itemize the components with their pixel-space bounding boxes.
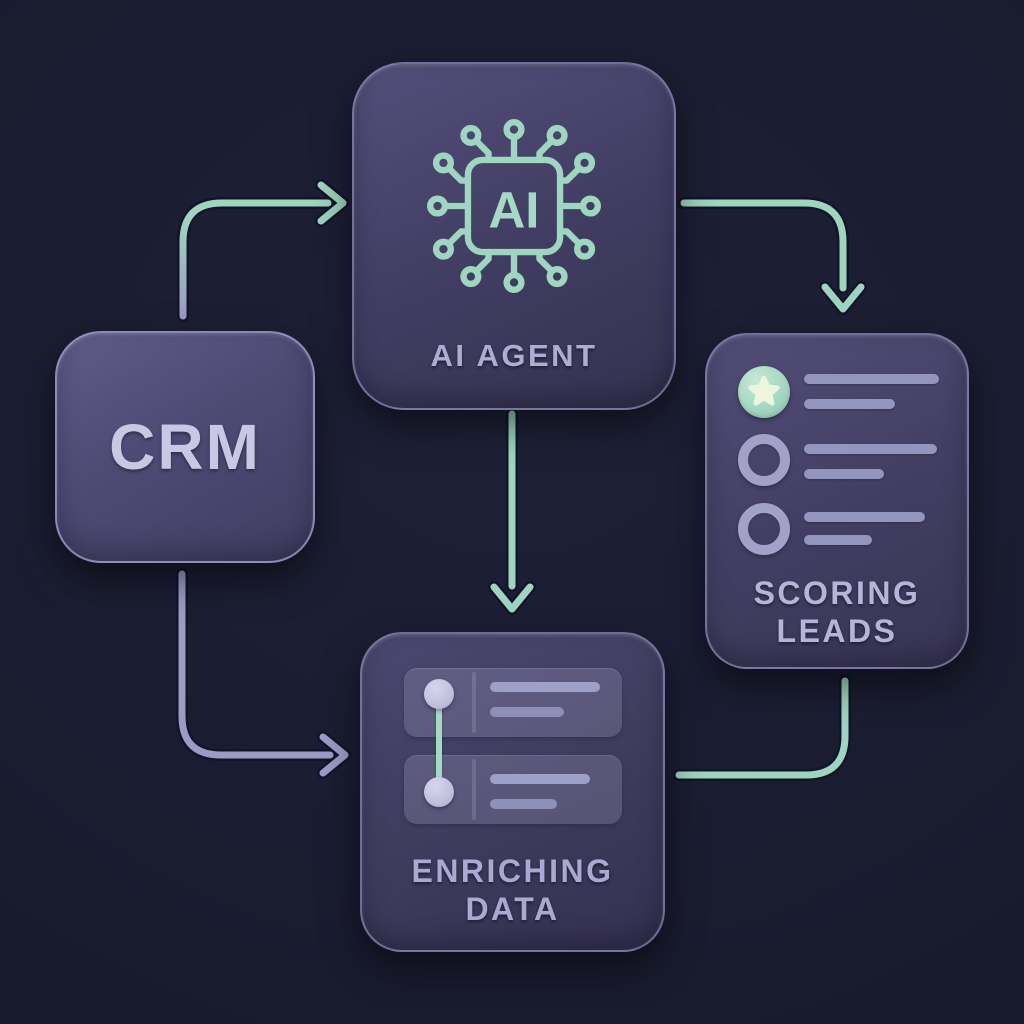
arrowhead-down-icon — [821, 283, 865, 313]
lead-text-bar — [804, 512, 925, 522]
arrowhead-down-icon — [490, 583, 534, 613]
lead-text-bar — [804, 444, 937, 454]
connector-crm-to-ai — [179, 181, 347, 320]
node-scoring-leads: SCORING LEADS — [705, 333, 969, 669]
lead-ring-icon — [738, 503, 790, 555]
connector-ai-to-enrich — [490, 410, 534, 613]
lead-text-bar — [804, 374, 939, 384]
arrowhead-right-icon — [317, 181, 347, 225]
enriching-data-label: ENRICHING DATA — [362, 852, 663, 928]
connector-ai-to-scoring — [680, 199, 865, 313]
scoring-leads-label-line2: LEADS — [776, 613, 898, 649]
node-enriching-data: ENRICHING DATA — [360, 632, 665, 952]
card-text-bar — [490, 799, 557, 809]
arrowhead-right-icon — [319, 733, 349, 777]
timeline-dot — [424, 679, 454, 709]
ai-chip-text: AI — [489, 181, 540, 238]
card-divider — [472, 759, 476, 820]
timeline-connector — [436, 694, 442, 792]
enriching-data-label-line1: ENRICHING — [411, 853, 614, 889]
card-text-bar — [490, 707, 564, 717]
crm-label: CRM — [109, 411, 261, 483]
star-icon — [748, 375, 780, 406]
star-badge-icon — [738, 366, 790, 418]
lead-text-bar — [804, 399, 895, 409]
node-ai-agent: AI AI AGENT — [352, 62, 676, 410]
lead-text-bar — [804, 535, 872, 545]
ai-agent-label: AI AGENT — [430, 338, 598, 373]
node-crm: CRM — [55, 331, 315, 563]
timeline-dot — [424, 777, 454, 807]
connector-crm-to-enrich — [178, 570, 349, 777]
lead-ring-icon — [738, 434, 790, 486]
scoring-leads-label: SCORING LEADS — [707, 574, 967, 650]
card-divider — [472, 672, 476, 733]
card-text-bar — [490, 682, 600, 692]
ai-chip-icon: AI — [427, 119, 601, 293]
lead-text-bar — [804, 469, 884, 479]
connector-enrich-to-scoring — [675, 677, 849, 779]
enriching-data-label-line2: DATA — [465, 891, 560, 927]
card-text-bar — [490, 774, 590, 784]
scoring-leads-label-line1: SCORING — [753, 575, 921, 611]
